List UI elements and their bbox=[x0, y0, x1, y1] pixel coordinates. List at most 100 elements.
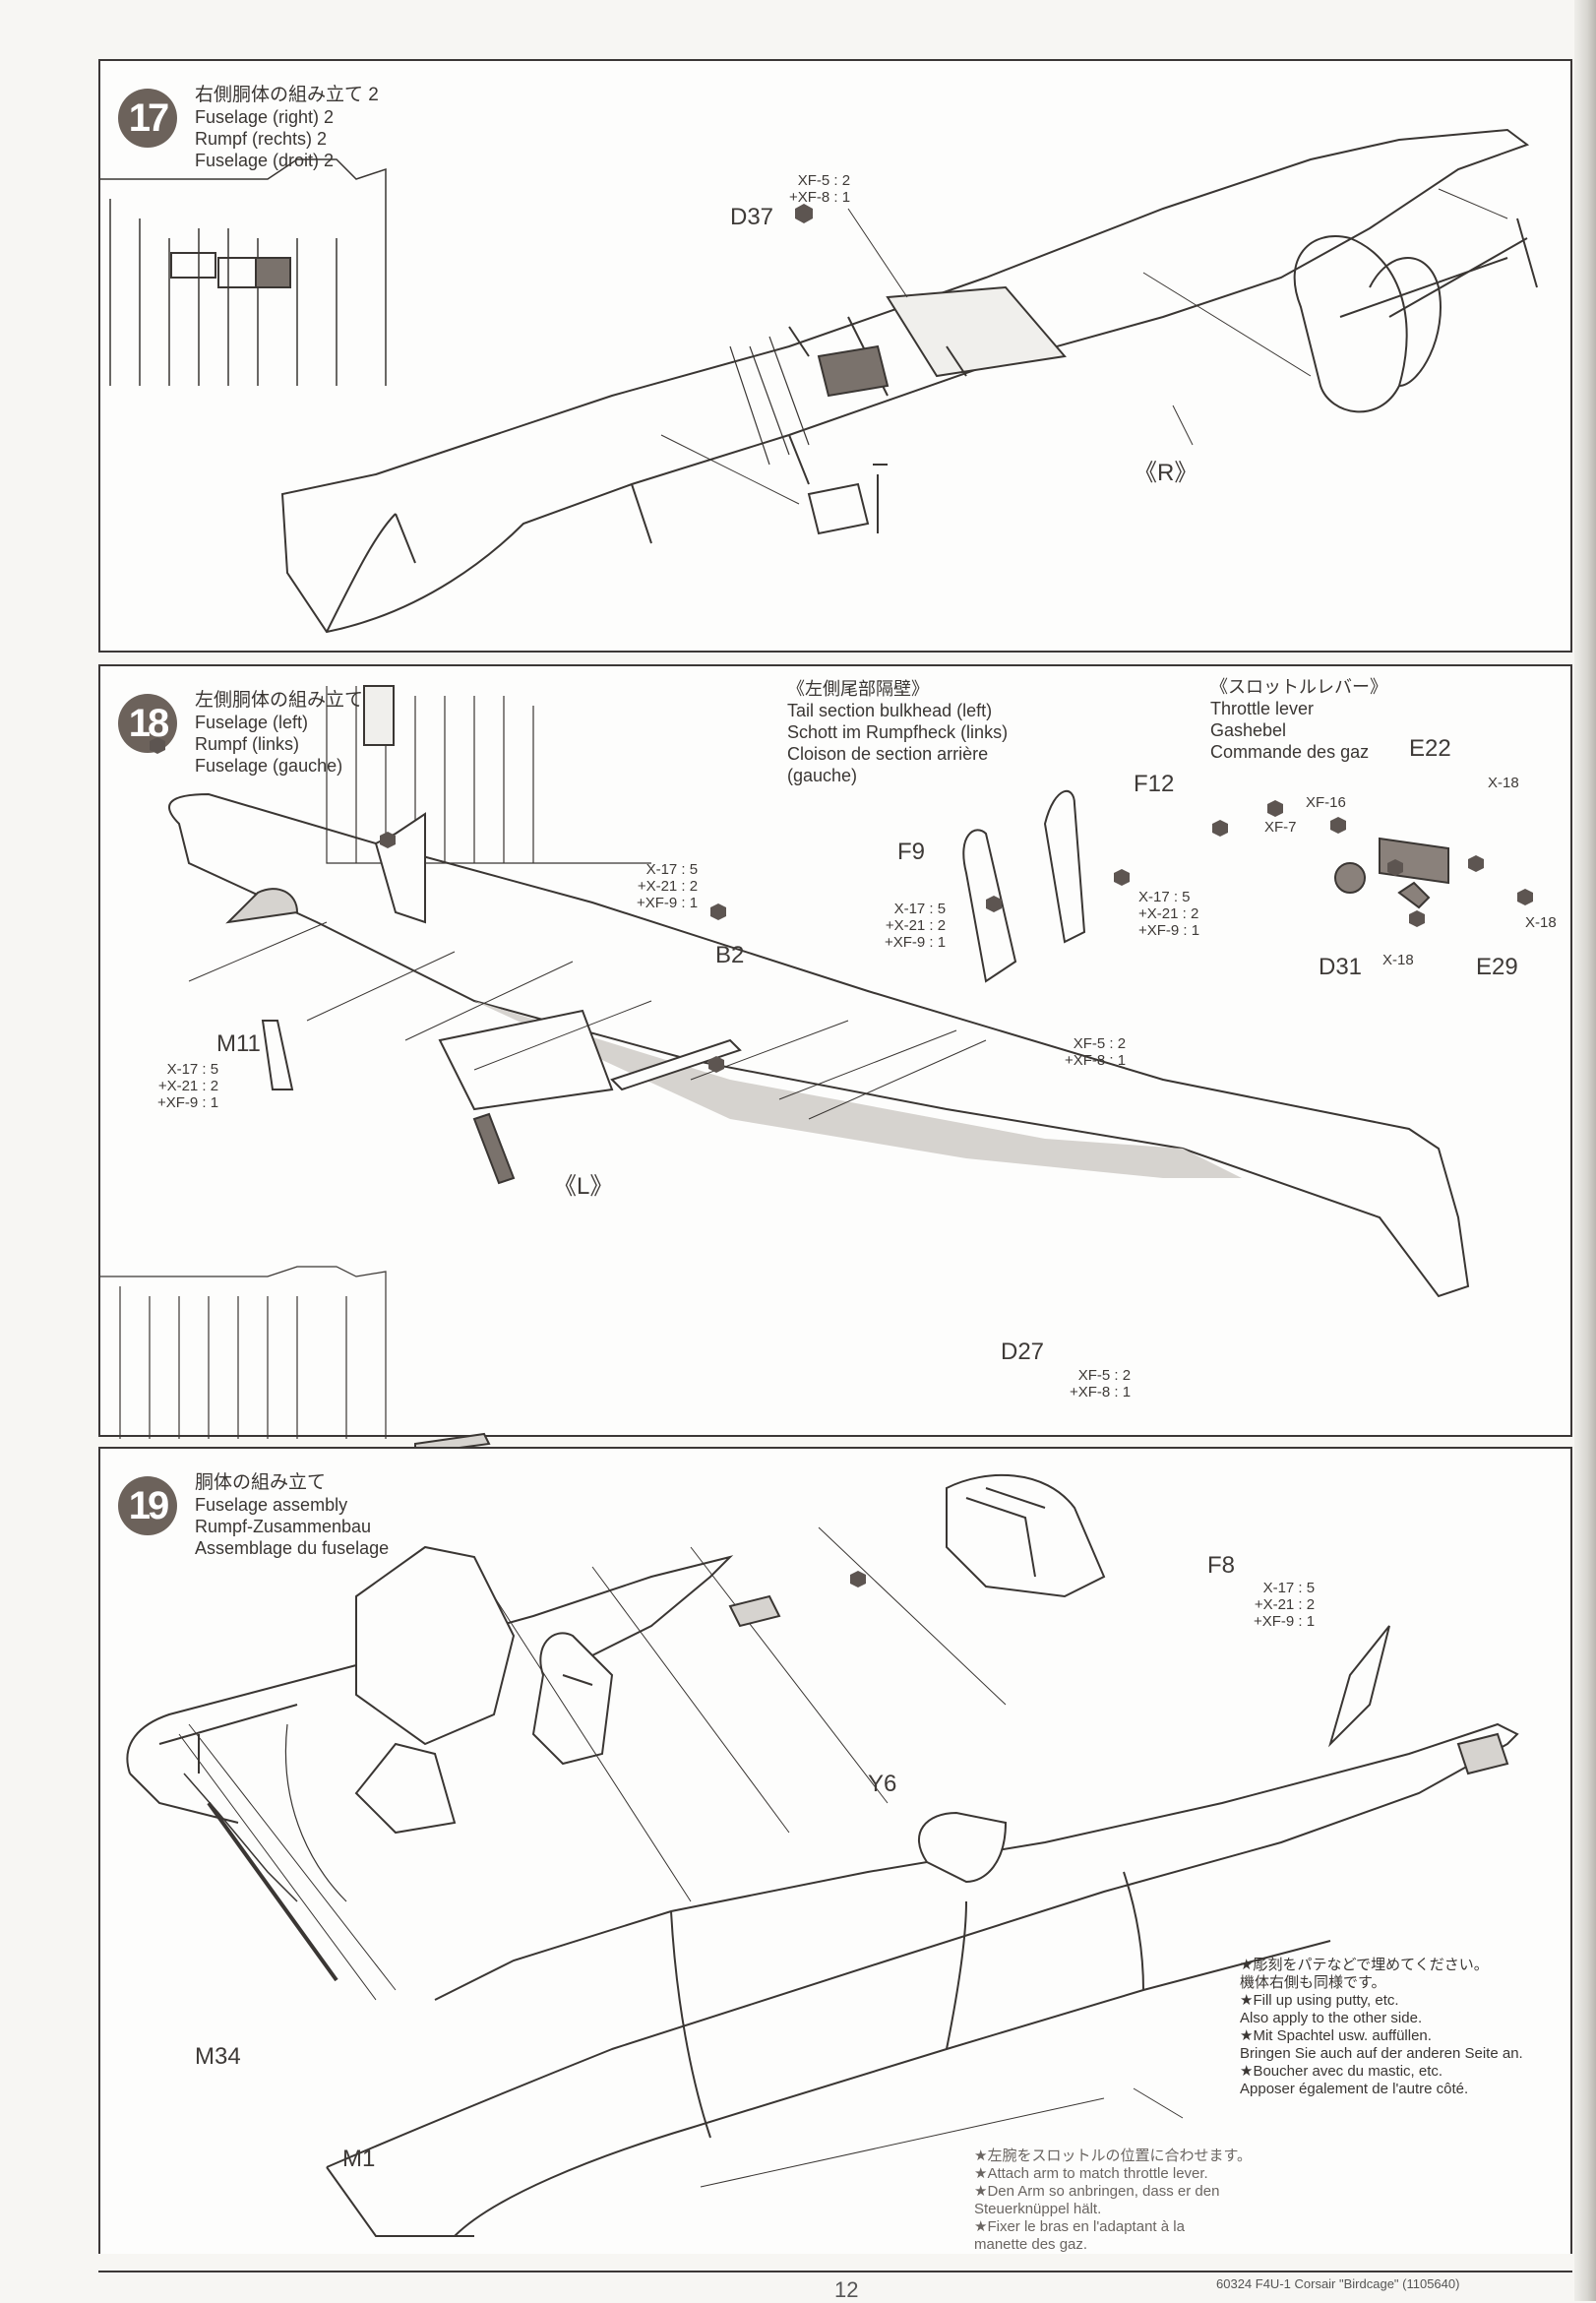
note-line: ★Fixer le bras en l'adaptant à la bbox=[974, 2218, 1185, 2235]
kit-identifier: 60324 F4U-1 Corsair "Birdcage" (1105640) bbox=[1216, 2276, 1460, 2291]
step-number-badge: 19 bbox=[118, 1476, 177, 1535]
paint-callout-console: XF-5 : 2 +XF-8 : 1 bbox=[1065, 1035, 1126, 1069]
step-number-badge: 18 bbox=[118, 694, 177, 753]
paint-line: X-17 : 5 bbox=[893, 901, 947, 917]
note-line: Steuerknüppel hält. bbox=[974, 2201, 1102, 2217]
title-en: Fuselage (right) 2 bbox=[195, 107, 335, 127]
title-fr: Cloison de section arrière bbox=[787, 744, 989, 764]
part-label-e29: E29 bbox=[1476, 954, 1518, 980]
paint-callout-e29: X-18 bbox=[1525, 914, 1557, 931]
putty-note: ★彫刻をパテなどで埋めてください。 機体右側も同様です。 ★Fill up us… bbox=[1240, 1957, 1523, 2098]
title-de: Rumpf (links) bbox=[195, 734, 300, 754]
fuselage-assembly-drawing bbox=[126, 1473, 1519, 2237]
title-jp: 《左側尾部隔壁》 bbox=[787, 679, 929, 699]
paint-line: X-17 : 5 bbox=[1262, 1580, 1316, 1596]
note-line: 機体右側も同様です。 bbox=[1240, 1974, 1386, 1991]
paint-line: XF-5 : 2 bbox=[797, 172, 851, 189]
paint-line: XF-5 : 2 bbox=[1077, 1367, 1132, 1384]
step-number-badge: 17 bbox=[118, 89, 177, 148]
title-en: Tail section bulkhead (left) bbox=[787, 701, 993, 720]
part-label-e22: E22 bbox=[1409, 735, 1451, 762]
title-fr-cont: (gauche) bbox=[787, 766, 858, 785]
note-line: ★Attach arm to match throttle lever. bbox=[974, 2165, 1208, 2182]
note-line: manette des gaz. bbox=[974, 2236, 1088, 2253]
part-label-m34: M34 bbox=[195, 2043, 241, 2070]
paint-line: +XF-9 : 1 bbox=[1138, 922, 1200, 939]
part-label-y6: Y6 bbox=[868, 1771, 897, 1797]
step-19-panel: 19 胴体の組み立て Fuselage assembly Rumpf-Zusam… bbox=[98, 1447, 1572, 2254]
paint-line: +X-21 : 2 bbox=[1138, 905, 1199, 922]
title-de: Gashebel bbox=[1210, 720, 1287, 740]
subassembly-throttle-title: 《スロットルレバー》 Throttle lever Gashebel Comma… bbox=[1210, 676, 1387, 763]
note-line: Apposer également de l'autre côté. bbox=[1240, 2081, 1469, 2097]
part-label-m11: M11 bbox=[216, 1030, 261, 1057]
paint-callout-bulkhead: X-17 : 5 +X-21 : 2 +XF-9 : 1 bbox=[637, 861, 698, 911]
title-jp: 左側胴体の組み立て bbox=[195, 690, 364, 711]
note-line: ★Mit Spachtel usw. auffüllen. bbox=[1240, 2027, 1432, 2044]
paint-line: +XF-9 : 1 bbox=[885, 934, 947, 951]
part-label-d31: D31 bbox=[1319, 954, 1363, 980]
paint-line: +XF-8 : 1 bbox=[1065, 1052, 1127, 1069]
paint-line: +XF-9 : 1 bbox=[157, 1094, 219, 1111]
step-17-panel: 17 右側胴体の組み立て 2 Fuselage (right) 2 Rumpf … bbox=[98, 59, 1572, 653]
note-line: ★Boucher avec du mastic, etc. bbox=[1240, 2063, 1443, 2080]
paint-callout-knob: XF-16 bbox=[1306, 794, 1346, 811]
paint-callout-e22: X-18 bbox=[1488, 775, 1519, 791]
title-jp: 右側胴体の組み立て 2 bbox=[195, 85, 379, 105]
title-fr: Fuselage (gauche) bbox=[195, 756, 343, 776]
fuselage-left-drawing bbox=[100, 685, 1533, 1456]
title-de: Schott im Rumpfheck (links) bbox=[787, 722, 1009, 742]
title-en: Fuselage assembly bbox=[195, 1495, 348, 1515]
part-label-m1: M1 bbox=[342, 2146, 376, 2172]
paint-line: +XF-8 : 1 bbox=[1070, 1384, 1132, 1400]
part-label-f12: F12 bbox=[1134, 771, 1175, 797]
part-label-f8: F8 bbox=[1207, 1552, 1236, 1579]
footer-rule bbox=[98, 2271, 1572, 2272]
step-18-panel: 18 左側胴体の組み立て Fuselage (left) Rumpf (link… bbox=[98, 664, 1572, 1456]
paint-callout-d37: XF-5 : 2 +XF-8 : 1 bbox=[789, 172, 850, 206]
note-line: ★Den Arm so anbringen, dass er den bbox=[974, 2183, 1220, 2200]
fuselage-right-drawing bbox=[100, 128, 1538, 634]
paint-callout-lever: XF-7 bbox=[1264, 819, 1297, 836]
title-de: Rumpf (rechts) 2 bbox=[195, 129, 328, 149]
title-de: Rumpf-Zusammenbau bbox=[195, 1517, 372, 1536]
paint-swatch-icon bbox=[795, 204, 813, 223]
part-label-r: 《R》 bbox=[1134, 460, 1198, 486]
paint-callout-d31: X-18 bbox=[1382, 952, 1414, 968]
subassembly-tail-bulkhead-title: 《左側尾部隔壁》 Tail section bulkhead (left) Sc… bbox=[787, 678, 1008, 786]
paint-line: XF-5 : 2 bbox=[1073, 1035, 1127, 1052]
paint-line: +XF-9 : 1 bbox=[1254, 1613, 1316, 1630]
paint-line: +X-21 : 2 bbox=[637, 878, 699, 895]
note-line: Also apply to the other side. bbox=[1240, 2010, 1423, 2026]
note-line: ★Fill up using putty, etc. bbox=[1240, 1992, 1399, 2009]
note-line: ★彫刻をパテなどで埋めてください。 bbox=[1240, 1957, 1489, 1973]
note-line: Bringen Sie auch auf der anderen Seite a… bbox=[1240, 2045, 1523, 2062]
paint-callout-f12: X-17 : 5 +X-21 : 2 +XF-9 : 1 bbox=[1138, 889, 1199, 939]
paint-swatch-icon bbox=[850, 1571, 866, 1587]
paint-line: X-17 : 5 bbox=[645, 861, 699, 878]
title-jp: 《スロットルレバー》 bbox=[1210, 677, 1387, 697]
step-title: 右側胴体の組み立て 2 Fuselage (right) 2 Rumpf (re… bbox=[195, 85, 379, 171]
arm-note: ★左腕をスロットルの位置に合わせます。 ★Attach arm to match… bbox=[974, 2147, 1252, 2254]
paint-callout-f9: X-17 : 5 +X-21 : 2 +XF-9 : 1 bbox=[885, 901, 946, 951]
page-number: 12 bbox=[834, 2277, 859, 2302]
title-en: Throttle lever bbox=[1210, 699, 1315, 718]
title-en: Fuselage (left) bbox=[195, 713, 309, 732]
paint-line: X-17 : 5 bbox=[1138, 889, 1191, 905]
step-title: 左側胴体の組み立て Fuselage (left) Rumpf (links) … bbox=[195, 690, 363, 777]
note-line: ★左腕をスロットルの位置に合わせます。 bbox=[974, 2147, 1252, 2164]
step-title: 胴体の組み立て Fuselage assembly Rumpf-Zusammen… bbox=[195, 1472, 389, 1559]
paint-callout-d27: XF-5 : 2 +XF-8 : 1 bbox=[1070, 1367, 1131, 1400]
title-fr: Commande des gaz bbox=[1210, 742, 1370, 762]
paint-callout-m11: X-17 : 5 +X-21 : 2 +XF-9 : 1 bbox=[157, 1061, 218, 1111]
part-label-f9: F9 bbox=[897, 839, 926, 865]
paint-line: +X-21 : 2 bbox=[1254, 1596, 1316, 1613]
paint-line: +X-21 : 2 bbox=[157, 1078, 219, 1094]
part-label-b2: B2 bbox=[715, 942, 745, 968]
part-label-l: 《L》 bbox=[553, 1173, 614, 1200]
paint-line: +X-21 : 2 bbox=[885, 917, 947, 934]
page-binding-shadow bbox=[1574, 0, 1596, 2301]
title-jp: 胴体の組み立て bbox=[195, 1472, 327, 1493]
part-label-d27: D27 bbox=[1001, 1338, 1045, 1365]
paint-callout-f8: X-17 : 5 +X-21 : 2 +XF-9 : 1 bbox=[1254, 1580, 1315, 1630]
